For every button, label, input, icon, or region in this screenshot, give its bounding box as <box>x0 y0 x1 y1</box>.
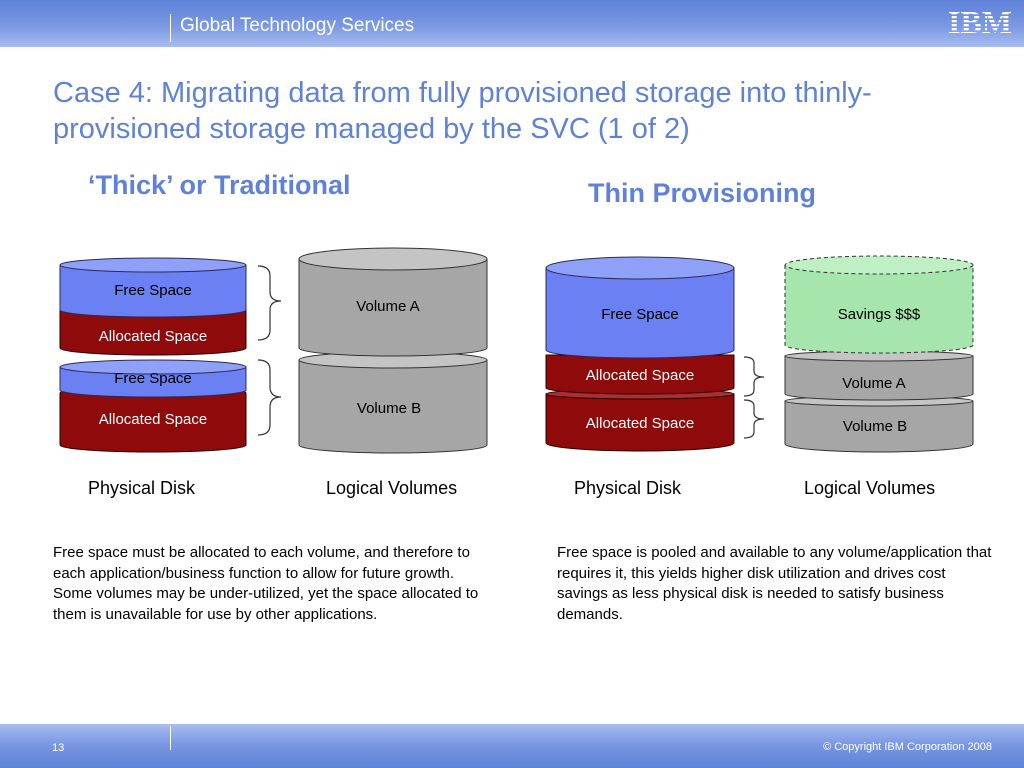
brace-icon <box>257 265 282 341</box>
ibm-logo-text: IBM <box>948 4 1012 40</box>
volume-a-cylinder <box>298 258 488 357</box>
disk-segment-top <box>59 257 247 273</box>
copyright-text: © Copyright IBM Corporation 2008 <box>823 741 992 753</box>
header-divider <box>170 14 171 42</box>
ibm-logo: IBM <box>948 4 1012 40</box>
savings-top <box>784 255 974 275</box>
thin-description: Free space is pooled and available to an… <box>557 544 992 623</box>
savings-label: Savings $$$ <box>838 306 921 323</box>
volume-label: Volume A <box>842 375 905 392</box>
disk-segment-free <box>545 267 735 359</box>
brace-icon <box>257 359 282 436</box>
physical-disk-label: Physical Disk <box>88 478 196 498</box>
thin-physical-disk: Allocated Space Allocated Space Free Spa… <box>545 256 735 452</box>
disk-segment-allocated <box>545 393 735 452</box>
disk-segment-label: Allocated Space <box>99 411 207 428</box>
page-title: Case 4: Migrating data from fully provis… <box>53 77 872 145</box>
header-bar: Global Technology Services IBM <box>0 0 1024 47</box>
volume-a-cylinder <box>784 355 974 401</box>
physical-disk-label: Physical Disk <box>574 478 682 498</box>
disk-segment-free <box>59 366 247 398</box>
disk-segment-label: Free Space <box>114 370 192 387</box>
volume-label: Volume B <box>843 418 907 435</box>
brace-icon <box>743 399 765 439</box>
thick-description: Free space must be allocated to each vol… <box>53 544 479 623</box>
heading-thick: ‘Thick’ or Traditional <box>88 170 351 200</box>
thick-physical-disk: Allocated Space Free Space Allocated Spa… <box>59 257 247 453</box>
disk-segment-label: Free Space <box>601 306 679 323</box>
heading-thin: Thin Provisioning <box>588 178 816 208</box>
footer-bar: 13 © Copyright IBM Corporation 2008 <box>0 724 1024 768</box>
disk-segment-top <box>59 359 247 375</box>
disk-segment-label: Free Space <box>114 282 192 299</box>
logical-volumes-label: Logical Volumes <box>804 478 936 498</box>
volume-b-cylinder <box>784 400 974 453</box>
disk-segment-label: Allocated Space <box>586 415 694 432</box>
volume-label: Volume A <box>356 298 419 315</box>
thick-logical-volumes: Volume B Volume A <box>298 247 488 454</box>
page-number: 13 <box>52 742 65 754</box>
volume-b-cylinder <box>298 359 488 454</box>
disk-segment-label: Allocated Space <box>99 328 207 345</box>
logical-volumes-label: Logical Volumes <box>326 478 458 498</box>
disk-segment-top <box>545 256 735 280</box>
disk-segment-allocated <box>545 354 735 395</box>
volume-a-top <box>298 247 488 271</box>
disk-segment-allocated <box>59 310 247 356</box>
thin-logical-volumes: Volume B Volume A Savings $$$ <box>784 255 974 453</box>
brand-title: Global Technology Services <box>180 15 415 36</box>
volume-label: Volume B <box>357 400 421 417</box>
brace-icon <box>743 356 765 397</box>
savings-cylinder <box>784 265 974 354</box>
disk-segment-free <box>59 264 247 318</box>
disk-segment-label: Allocated Space <box>586 367 694 384</box>
footer-divider <box>170 726 171 750</box>
